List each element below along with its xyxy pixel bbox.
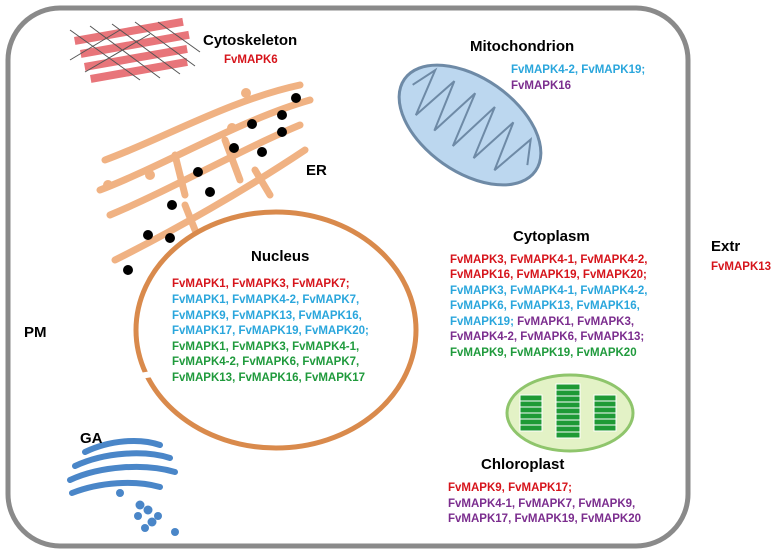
thylakoid-disc	[593, 400, 617, 408]
cytoplasm-genes-5: FvMAPK19; FvMAPK1, FvMAPK3,	[450, 315, 634, 331]
thylakoid-disc	[555, 407, 581, 415]
cytoplasm-genes-4: FvMAPK6, FvMAPK13, FvMAPK16,	[450, 300, 640, 312]
thylakoid-disc	[593, 394, 617, 402]
nucleus-genes-1: FvMAPK1, FvMAPK3, FvMAPK7;	[172, 278, 350, 290]
thylakoid-disc	[593, 412, 617, 420]
mitochondrion-label: Mitochondrion	[470, 38, 575, 55]
thylakoid-disc	[555, 419, 581, 427]
thylakoid-disc	[519, 418, 543, 426]
nucleus-envelope	[133, 209, 419, 451]
ribosomes	[123, 93, 301, 275]
thylakoid-disc	[555, 431, 581, 439]
extr-genes: FvMAPK13	[711, 261, 772, 273]
extr-label: Extr	[711, 238, 741, 255]
thylakoid-disc	[555, 383, 581, 391]
nuclear-pores	[139, 235, 404, 427]
cytoskeleton-icon	[69, 17, 201, 83]
chloroplast-icon	[505, 373, 635, 453]
thylakoid-disc	[519, 400, 543, 408]
thylakoid-disc	[555, 395, 581, 403]
thylakoid-disc	[555, 401, 581, 409]
mitochondrion-genes-1: FvMAPK4-2, FvMAPK19;	[511, 64, 646, 76]
thylakoid-disc	[519, 424, 543, 432]
cytoplasm-label: Cytoplasm	[513, 228, 590, 245]
thylakoid-disc	[593, 418, 617, 426]
thylakoid-disc	[519, 406, 543, 414]
cytoplasm-genes-5b: FvMAPK1, FvMAPK3,	[513, 316, 635, 328]
mitochondrion-icon	[397, 63, 543, 187]
nucleus-genes-2: FvMAPK1, FvMAPK4-2, FvMAPK7,	[172, 294, 360, 306]
pm-label: PM	[24, 324, 47, 341]
thylakoid-disc	[555, 413, 581, 421]
thylakoid-disc	[555, 425, 581, 433]
nucleus-genes-7: FvMAPK13, FvMAPK16, FvMAPK17	[172, 372, 365, 384]
plasma-membrane	[5, 5, 691, 549]
er-label: ER	[306, 162, 327, 179]
cytoplasm-genes-6: FvMAPK4-2, FvMAPK6, FvMAPK13;	[450, 331, 645, 343]
thylakoid-disc	[519, 394, 543, 402]
chloroplast-label: Chloroplast	[481, 456, 565, 473]
nucleus-genes-4: FvMAPK17, FvMAPK19, FvMAPK20;	[172, 325, 369, 337]
er-vesicles	[103, 88, 251, 190]
chloroplast-genes-1: FvMAPK9, FvMAPK17;	[448, 482, 572, 494]
er-icon	[96, 81, 314, 264]
nucleus-label: Nucleus	[251, 248, 310, 265]
cytoskeleton-label: Cytoskeleton	[203, 32, 298, 49]
nucleus-genes-3: FvMAPK9, FvMAPK13, FvMAPK16,	[172, 310, 362, 322]
thylakoid-disc	[593, 424, 617, 432]
thylakoid-disc	[593, 406, 617, 414]
golgi-icon	[67, 438, 178, 496]
mitochondrion-genes-2: FvMAPK16	[511, 80, 572, 92]
cytoplasm-genes-5a: FvMAPK19;	[450, 316, 514, 328]
nucleus-genes-6: FvMAPK4-2, FvMAPK6, FvMAPK7,	[172, 356, 360, 368]
ga-label: GA	[80, 430, 103, 447]
cytoplasm-genes-7: FvMAPK9, FvMAPK19, FvMAPK20	[450, 347, 637, 359]
cytoplasm-genes-3: FvMAPK3, FvMAPK4-1, FvMAPK4-2,	[450, 285, 648, 297]
cytoplasm-genes-2: FvMAPK16, FvMAPK19, FvMAPK20;	[450, 269, 647, 281]
cytoplasm-genes-1: FvMAPK3, FvMAPK4-1, FvMAPK4-2,	[450, 254, 648, 266]
golgi-vesicles	[116, 489, 179, 536]
chloroplast-genes-2: FvMAPK4-1, FvMAPK7, FvMAPK9,	[448, 498, 636, 510]
cytoskeleton-genes: FvMAPK6	[224, 54, 278, 66]
thylakoid-disc	[519, 412, 543, 420]
chloroplast-genes-3: FvMAPK17, FvMAPK19, FvMAPK20	[448, 513, 641, 525]
nucleus-genes-5: FvMAPK1, FvMAPK3, FvMAPK4-1,	[172, 341, 360, 353]
thylakoid-disc	[555, 389, 581, 397]
